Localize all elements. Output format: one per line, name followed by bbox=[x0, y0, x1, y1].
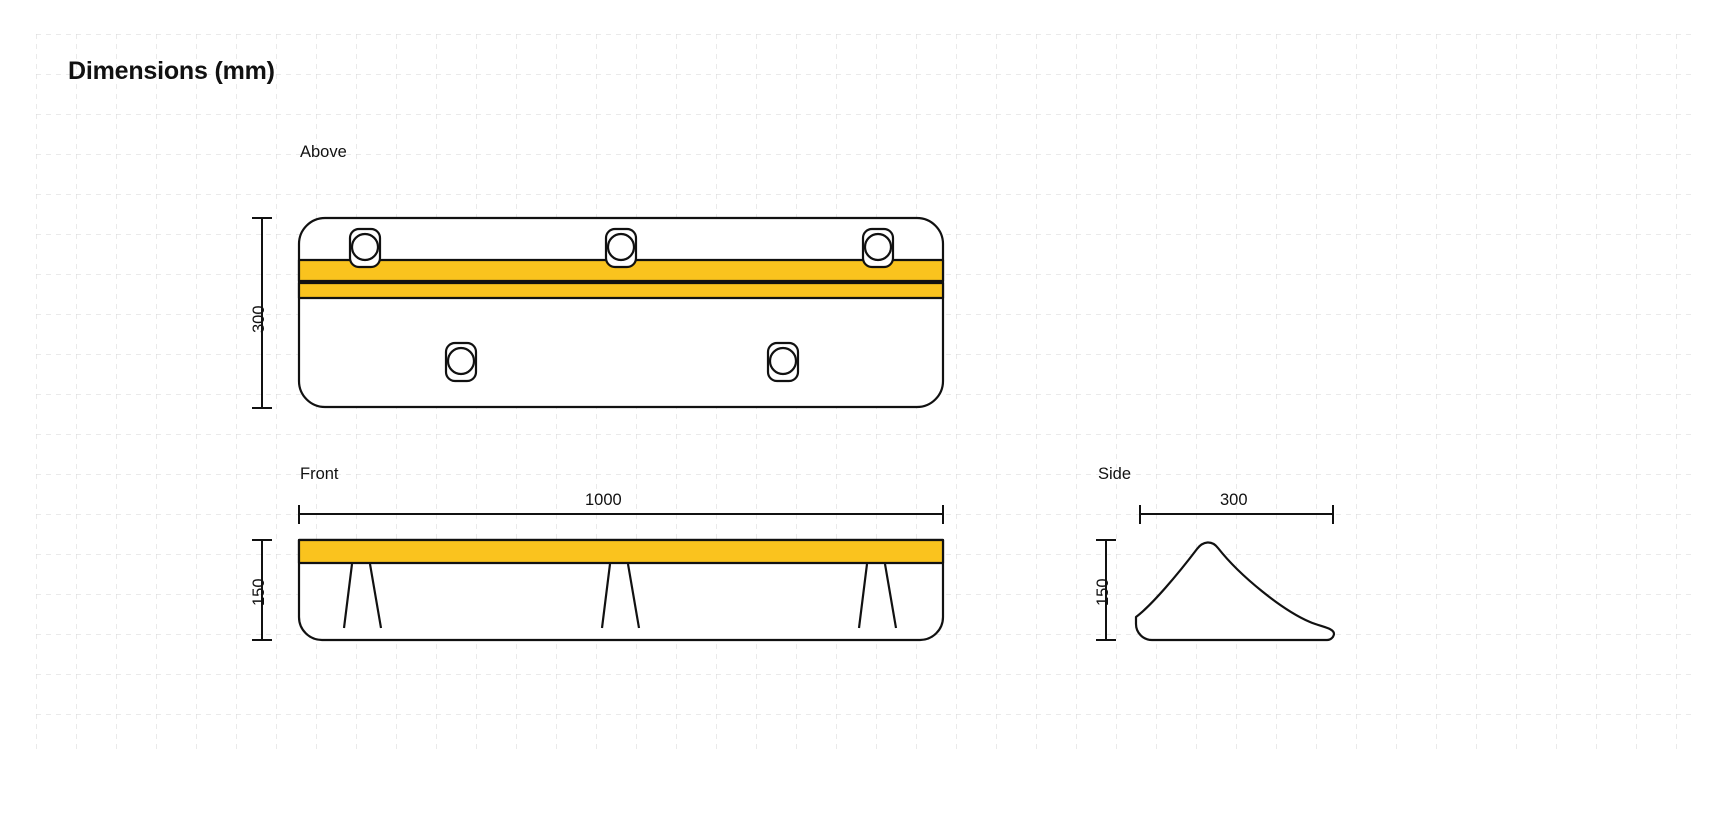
side-view bbox=[1096, 505, 1336, 642]
above-bolt-bottom-1 bbox=[444, 341, 478, 383]
above-stripe-group bbox=[297, 258, 945, 300]
above-view bbox=[252, 216, 945, 409]
front-leg-3 bbox=[857, 563, 898, 629]
front-body-outline bbox=[297, 538, 945, 642]
front-view bbox=[252, 505, 945, 642]
front-width-dimension-line bbox=[298, 505, 944, 524]
above-bolt-top-3 bbox=[861, 227, 895, 269]
above-depth-dimension-line bbox=[252, 217, 272, 409]
above-bolt-top-1 bbox=[348, 227, 382, 269]
front-leg-2 bbox=[600, 563, 641, 629]
front-leg-group bbox=[342, 563, 898, 629]
side-width-dimension-line bbox=[1139, 505, 1334, 524]
side-wedge-outline bbox=[1134, 541, 1336, 642]
side-height-dimension-line bbox=[1096, 539, 1116, 641]
front-height-dimension-line bbox=[252, 539, 272, 641]
front-stripe bbox=[297, 538, 945, 565]
above-bolt-top-2 bbox=[604, 227, 638, 269]
above-bolt-bottom-2 bbox=[766, 341, 800, 383]
above-stripe-lower bbox=[297, 281, 945, 300]
front-leg-1 bbox=[342, 563, 383, 629]
